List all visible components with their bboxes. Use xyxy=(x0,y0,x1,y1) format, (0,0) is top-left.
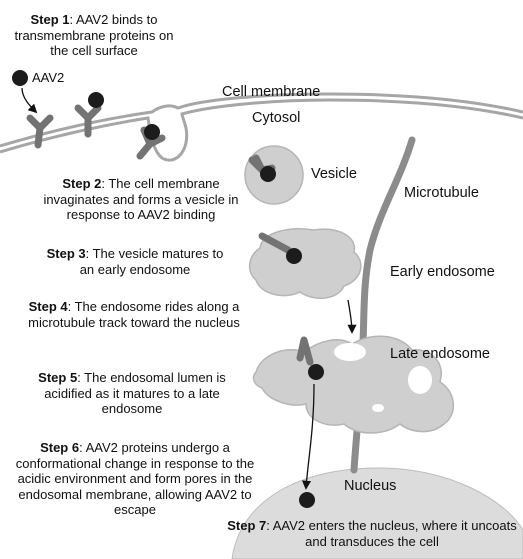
step-3-text: Step 3: The vesicle matures to an early … xyxy=(40,246,230,277)
step-5-text: Step 5: The endosomal lumen is acidified… xyxy=(20,370,244,417)
step-2-title: Step 2 xyxy=(62,176,102,191)
step-4-description: : The endosome rides along a microtubule… xyxy=(28,299,240,330)
step-6-title: Step 6 xyxy=(40,440,80,455)
step-2-text: Step 2: The cell membrane invaginates an… xyxy=(28,176,254,223)
step-5-title: Step 5 xyxy=(38,370,78,385)
step-1-description: : AAV2 binds to transmembrane proteins o… xyxy=(14,12,174,58)
aav2-particles xyxy=(12,70,324,508)
step-3-title: Step 3 xyxy=(46,246,86,261)
early-endosome-label: Early endosome xyxy=(390,264,495,280)
step-5-description: : The endosomal lumen is acidified as it… xyxy=(44,370,226,416)
step-4-text: Step 4: The endosome rides along a micro… xyxy=(28,299,240,330)
step-7-title: Step 7 xyxy=(227,518,267,533)
nucleus-shape xyxy=(231,467,523,559)
step-6-text: Step 6: AAV2 proteins undergo a conforma… xyxy=(0,440,270,518)
late-endosome-label: Late endosome xyxy=(390,346,490,362)
late-endosome-shape xyxy=(252,335,454,434)
arrow-early-to-late xyxy=(347,299,357,334)
late-endosome-holes xyxy=(334,343,432,412)
vesicle-label: Vesicle xyxy=(311,166,357,182)
nucleus-label: Nucleus xyxy=(344,478,397,494)
step-1-text: Step 1: AAV2 binds to transmembrane prot… xyxy=(4,12,184,59)
cell-membrane-label: Cell membrane xyxy=(222,84,321,100)
step-7-description: : AAV2 enters the nucleus, where it unco… xyxy=(266,518,517,549)
step-6-description: : AAV2 proteins undergo a conformational… xyxy=(15,440,255,517)
arrow-aav2-to-receptor xyxy=(21,87,38,114)
cytosol-label: Cytosol xyxy=(252,110,301,126)
aav2-label: AAV2 xyxy=(32,70,65,85)
step-1-title: Step 1 xyxy=(30,12,70,27)
cell-membrane xyxy=(0,92,523,162)
step-7-text: Step 7: AAV2 enters the nucleus, where i… xyxy=(224,518,520,549)
microtubule-label: Microtubule xyxy=(404,185,479,201)
arrow-late-to-nucleus xyxy=(301,383,315,490)
step-3-description: : The vesicle matures to an early endoso… xyxy=(79,246,224,277)
step-4-title: Step 4 xyxy=(28,299,68,314)
step-2-description: : The cell membrane invaginates and form… xyxy=(43,176,239,222)
